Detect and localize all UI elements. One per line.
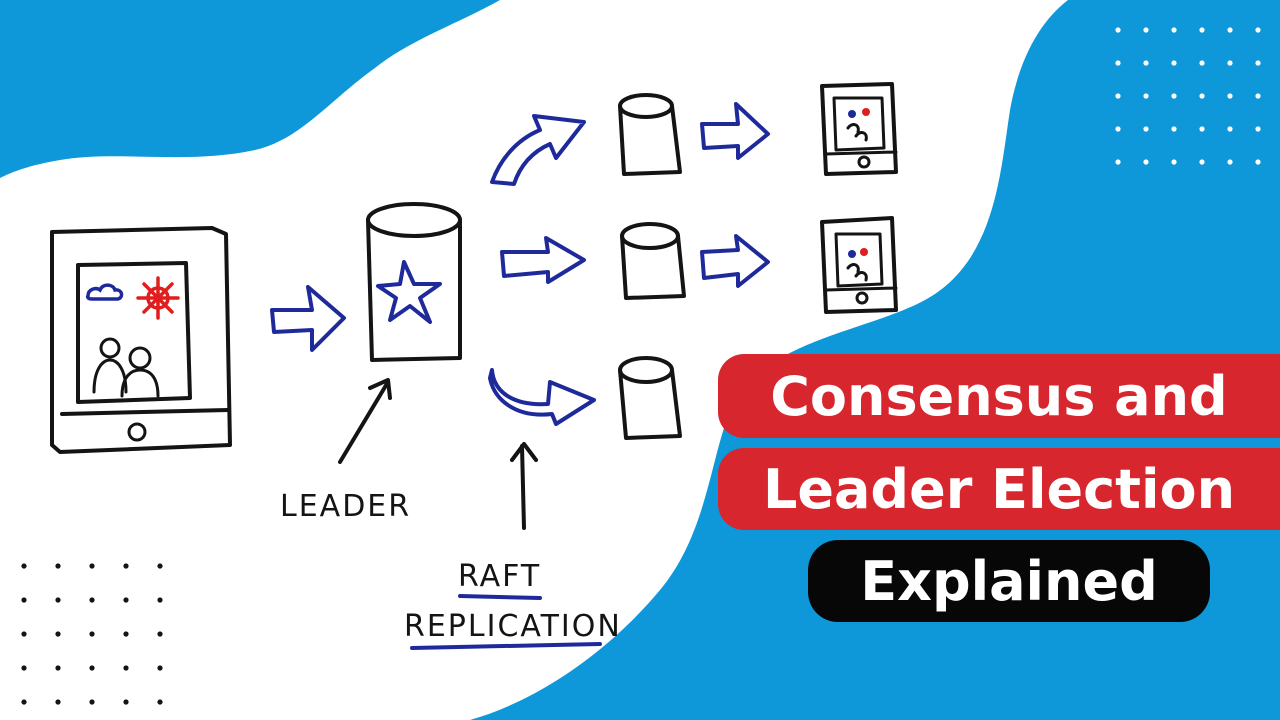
- dot-grid-bottom-left: [21, 563, 163, 705]
- arrow-icon: [490, 114, 586, 186]
- top-left-blue-wave: [0, 0, 500, 178]
- arrow-icon: [488, 368, 596, 426]
- raft-underline: [458, 594, 542, 600]
- title-line-2-text: Leader Election: [762, 457, 1236, 521]
- sun-icon: [136, 276, 180, 320]
- title-banner-line-2: Leader Election: [718, 448, 1280, 530]
- tablet-icon: [50, 226, 232, 454]
- replication-pointer-arrow: [510, 442, 538, 530]
- dot-grid-top-right: [1115, 27, 1261, 165]
- raft-label: RAFT: [458, 559, 541, 594]
- database-icon: [618, 356, 682, 440]
- arrow-icon: [700, 234, 770, 288]
- cloud-icon: [85, 283, 124, 301]
- arrow-icon: [500, 236, 586, 284]
- database-icon: [366, 202, 462, 362]
- leader-pointer-arrow: [338, 378, 392, 464]
- title-line-1-text: Consensus and: [770, 364, 1228, 428]
- replication-label: REPLICATION: [404, 609, 622, 644]
- arrow-icon: [270, 285, 346, 352]
- arrow-icon: [700, 102, 770, 160]
- phone-icon: [820, 82, 898, 176]
- star-icon: [376, 260, 442, 324]
- title-line-3-text: Explained: [860, 549, 1158, 613]
- title-banner-line-1: Consensus and: [718, 354, 1280, 438]
- people-icon: [92, 337, 160, 398]
- database-icon: [618, 93, 682, 176]
- database-icon: [620, 222, 686, 300]
- phone-icon: [820, 216, 898, 314]
- title-banner-line-3: Explained: [808, 540, 1210, 622]
- leader-label: LEADER: [280, 489, 411, 524]
- replication-underline: [410, 642, 602, 650]
